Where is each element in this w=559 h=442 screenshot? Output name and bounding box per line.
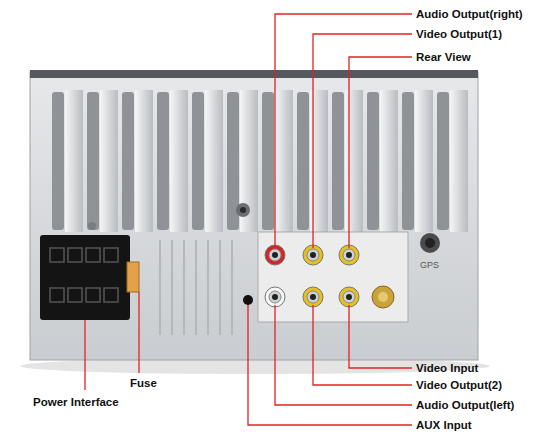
cooling-fin xyxy=(170,90,188,232)
callout-label: Video Output(1) xyxy=(416,27,502,41)
vent-slot xyxy=(367,92,379,230)
vent-slot xyxy=(87,92,99,230)
cooling-fin xyxy=(380,90,398,232)
cooling-fin xyxy=(345,90,363,232)
rca-jack xyxy=(272,294,278,300)
vent-slot xyxy=(122,92,134,230)
callout-label: Video Input xyxy=(416,361,478,375)
rca-jack xyxy=(346,294,352,300)
vent-slot xyxy=(192,92,204,230)
vent-slot xyxy=(262,92,274,230)
rca-jack xyxy=(303,287,323,307)
rca-jack xyxy=(307,291,319,303)
callout-label: Audio Output(right) xyxy=(416,7,523,21)
rca-jack xyxy=(339,287,359,307)
rca-jack xyxy=(310,252,316,258)
cooling-fin xyxy=(415,90,433,232)
callout-label: Rear View xyxy=(416,50,471,64)
vent-slot xyxy=(402,92,414,230)
vent-slot xyxy=(52,92,64,230)
cooling-fin xyxy=(135,90,153,232)
rca-jack xyxy=(310,294,316,300)
rca-jack xyxy=(272,252,278,258)
callout-label: Power Interface xyxy=(33,395,119,409)
rca-jack xyxy=(343,291,355,303)
rca-jack xyxy=(307,249,319,261)
rca-jack xyxy=(265,287,285,307)
vent-slot xyxy=(157,92,169,230)
rca-jack xyxy=(346,252,352,258)
callout-label: Video Output(2) xyxy=(416,378,502,392)
callout-label: Fuse xyxy=(130,376,157,390)
rca-jack xyxy=(269,249,281,261)
vent-slot xyxy=(332,92,344,230)
cooling-fin xyxy=(205,90,223,232)
rca-jack xyxy=(343,249,355,261)
cooling-fin xyxy=(450,90,468,232)
port-marking: GPS xyxy=(420,258,439,272)
cooling-fin xyxy=(275,90,293,232)
callout-label: Audio Output(left) xyxy=(416,398,514,412)
vent-slot xyxy=(437,92,449,230)
cooling-fin xyxy=(65,90,83,232)
cooling-fin xyxy=(100,90,118,232)
callout-label: AUX Input xyxy=(416,418,472,432)
vent-slot xyxy=(297,92,309,230)
rca-jack xyxy=(269,291,281,303)
